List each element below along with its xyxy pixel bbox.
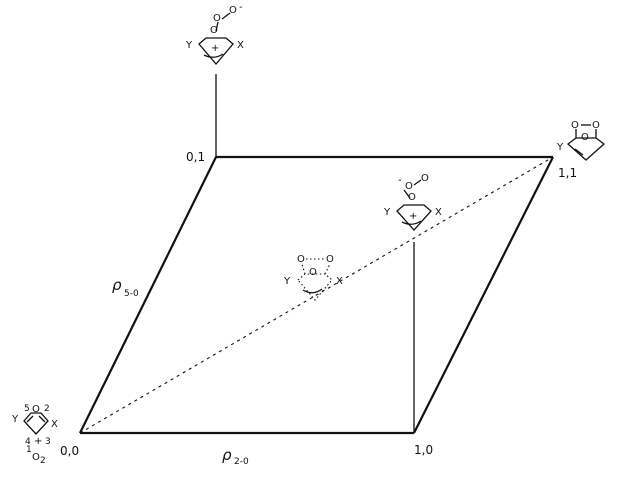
substituent-y: Y — [556, 142, 564, 153]
substituent-x: X — [237, 40, 244, 51]
structure-zwitterion-middle: O O O - + Y X — [383, 173, 442, 231]
substituent-y: Y — [383, 207, 391, 218]
singlet-o: O — [32, 452, 40, 463]
ring-number-2: 2 — [44, 404, 50, 414]
ts-arc — [302, 288, 323, 294]
axis-label-y: ρ 5-0 — [112, 276, 139, 299]
singlet-subscript: 2 — [40, 456, 46, 466]
ring-oxygen: O — [210, 25, 218, 36]
edge-right — [413, 156, 554, 434]
ring-double-bond-left — [26, 415, 34, 423]
axis-x-symbol: ρ — [222, 446, 232, 464]
zwitterion-ring — [198, 37, 234, 66]
oo-bond — [215, 21, 219, 32]
structure-transition-state: O O O Y X — [283, 254, 343, 301]
singlet-prefix: 1 — [26, 445, 32, 455]
ring-oxygen: O — [581, 132, 589, 143]
substituent-x: X — [51, 419, 58, 430]
structure-endoperoxide: O O O Y — [556, 120, 606, 161]
ts-oxygen-1: O — [297, 254, 305, 265]
ring-plus-sign: + — [409, 211, 417, 222]
ring-plus-sign: + — [34, 436, 42, 447]
diagonal-reaction-path — [79, 156, 554, 434]
ts-partial-bond-left — [301, 263, 306, 275]
oo-bond — [403, 189, 411, 199]
peroxy-oxygen-2: O — [229, 5, 237, 16]
furan-oxygen: O — [32, 404, 40, 415]
ts-ring — [297, 273, 333, 301]
substituent-y: Y — [185, 40, 193, 51]
corner-label-origin: 0,0 — [60, 444, 79, 458]
ts-oxygen-2: O — [326, 254, 334, 265]
zwitterion-ring — [396, 204, 432, 231]
corner-label-y-end: 0,1 — [186, 150, 205, 164]
ring-number-3: 3 — [45, 437, 51, 447]
ring-oxygen: O — [408, 192, 416, 203]
peroxy-oxygen-1: O — [213, 13, 221, 24]
substituent-y: Y — [283, 276, 291, 287]
ring-number-5: 5 — [24, 404, 30, 414]
furan-ring — [23, 412, 49, 435]
minus-sign: - — [398, 175, 402, 186]
allyl-arc — [401, 220, 422, 225]
peroxy-oxygen-1: O — [405, 181, 413, 192]
oo-bond-2 — [413, 179, 422, 186]
substituent-x: X — [336, 276, 343, 287]
singlet-oxygen-label: 1 O 2 — [26, 445, 46, 466]
ring-double-bond-right — [38, 415, 46, 423]
oo-bond-2 — [221, 12, 231, 20]
substituent-y: Y — [11, 414, 19, 425]
minus-sign: - — [239, 2, 243, 13]
axis-label-x: ρ 2-0 — [222, 446, 249, 467]
ring-plus-sign: + — [211, 43, 219, 54]
structure-reactant-furan: O Y X 5 2 4 + 3 1 O 2 — [11, 404, 58, 466]
endoperoxide-ring — [566, 137, 606, 161]
bridge-oxygen-1: O — [571, 120, 579, 131]
structure-zwitterion-top: O O O - + Y X — [185, 2, 244, 66]
substituent-x: X — [435, 207, 442, 218]
axis-x-subscript: 2-0 — [234, 457, 249, 467]
ts-partial-bond-right — [324, 263, 331, 275]
ring-number-4: 4 — [25, 437, 31, 447]
corner-label-far: 1,1 — [558, 166, 577, 180]
peroxy-oxygen-2: O — [421, 173, 429, 184]
edge-left — [79, 156, 217, 434]
ring-oxygen: O — [309, 267, 317, 278]
corner-label-x-end: 1,0 — [414, 443, 433, 457]
allyl-arc — [203, 53, 224, 58]
axis-y-symbol: ρ — [112, 276, 122, 294]
diagram-frame — [79, 74, 554, 435]
ring-double-bond — [574, 148, 584, 156]
bridge-oxygen-2: O — [592, 120, 600, 131]
axis-y-subscript: 5-0 — [124, 289, 139, 299]
